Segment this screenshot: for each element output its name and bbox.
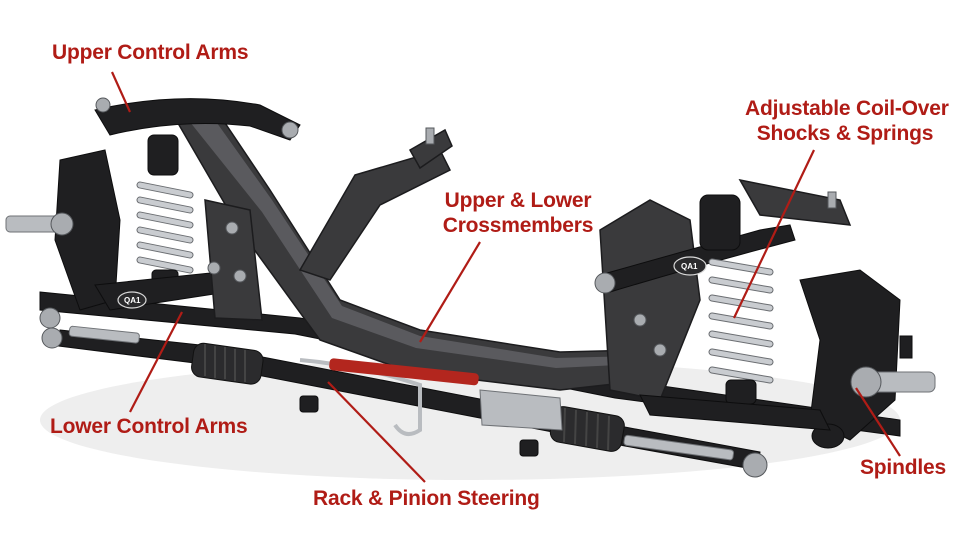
right-upper-arm-badge-text: QA1 [681,262,698,271]
label-spindles: Spindles [860,456,946,479]
label-crossmembers-line2: Crossmembers [442,214,594,237]
label-upper-control-arms: Upper Control Arms [52,41,249,64]
left-rack-boot [191,342,264,385]
right-spindle-tab [899,335,913,359]
left-hub-face [50,212,74,236]
right-tower-bolt-1 [633,313,647,327]
left-bracket-bolt-2 [233,269,247,283]
right-upper-arm-badge [673,256,707,276]
leader-coilover [733,149,815,319]
left-lower-arm-badge [117,291,147,309]
left-coil-spring [136,181,194,274]
label-coilover-line1: Adjustable Coil-Over [745,97,949,120]
leader-spindles [855,387,901,457]
rear-brace [298,149,452,281]
label-coilover-line2: Shocks & Springs [756,122,934,145]
right-tie-rod-end [742,452,768,478]
steering-link-red [329,358,479,386]
right-coil-spring [708,258,774,384]
leader-crossmembers [419,241,481,343]
left-tie-rod-end [41,327,63,349]
right-frame-tower [599,199,701,401]
right-upper-arm-bushing [594,272,616,294]
leader-lower-control-arms [129,311,183,413]
left-lower-balljoint [39,307,61,329]
right-rear-mount-bolt [827,191,837,209]
right-tie-rod [623,434,735,461]
label-lower-control-arms: Lower Control Arms [50,415,248,438]
label-coilover: Adjustable Coil-Over Shocks & Springs [745,96,949,146]
left-frame-bracket [204,199,263,321]
left-upper-arm-bushing [281,121,299,139]
label-rack-pinion: Rack & Pinion Steering [313,487,540,510]
rear-mount-bolt [425,127,435,145]
right-rear-brace [738,178,852,226]
right-spindle-knuckle [799,269,901,441]
steering-valve-body [479,389,563,431]
right-hub-face [850,366,882,398]
left-tie-rod [68,325,140,344]
right-lower-balljoint [811,423,845,449]
rack-mount-right [519,439,539,457]
right-shock-bottom [725,379,757,405]
left-shock-top [147,134,179,176]
left-lower-arm-badge-text: QA1 [124,296,141,305]
right-shock-top [699,194,741,251]
leader-upper-control-arms [110,71,132,113]
right-tower-bolt-2 [653,343,667,357]
right-lower-control-arm [639,394,831,431]
right-rack-boot [549,406,625,452]
rack-mount-left [299,395,319,413]
leader-rack-pinion [327,381,426,483]
label-crossmembers-line1: Upper & Lower [444,189,592,212]
left-bracket-bolt-3 [225,221,239,235]
left-upper-balljoint [95,97,111,113]
left-bracket-bolt-1 [207,261,221,275]
label-crossmembers: Upper & Lower Crossmembers [438,188,598,238]
